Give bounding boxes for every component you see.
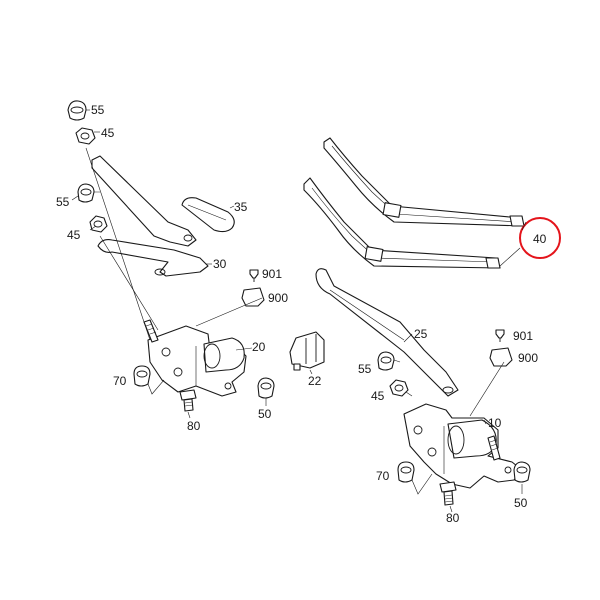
part-80-bolt-left[interactable] xyxy=(179,389,197,412)
callout-70-left: 70 xyxy=(113,374,127,388)
callout-901-right: 901 xyxy=(513,329,533,343)
part-50-mount-left[interactable] xyxy=(257,377,275,399)
mounting-stud-left[interactable] xyxy=(143,319,159,343)
wiper-motor-right[interactable] xyxy=(403,403,523,489)
callout-10: 10 xyxy=(488,416,502,430)
callout-40-highlight[interactable] xyxy=(499,217,561,267)
callout-80-right: 80 xyxy=(446,511,460,525)
part-40-wiper-blades[interactable] xyxy=(303,137,525,269)
part-55-grommet-mid-left[interactable] xyxy=(77,183,95,203)
part-70-grommet-left[interactable] xyxy=(133,365,151,387)
callout-55-mid-left: 55 xyxy=(56,195,70,209)
callout-50-left: 50 xyxy=(258,407,272,421)
callout-labels: 55 45 55 45 35 30 901 900 20 22 70 50 80… xyxy=(56,103,547,525)
callout-22: 22 xyxy=(308,374,322,388)
wiper-motor-left[interactable] xyxy=(147,325,247,397)
part-900-bracket-right[interactable] xyxy=(489,347,513,367)
callout-45-right: 45 xyxy=(371,389,385,403)
callout-55-right: 55 xyxy=(358,362,372,376)
part-55-grommet-right[interactable] xyxy=(377,351,395,371)
callout-50-right: 50 xyxy=(514,496,528,510)
part-45-nut-upper-left[interactable] xyxy=(75,127,96,145)
leader-lines-left xyxy=(71,109,313,419)
part-35-cover-cap[interactable] xyxy=(181,197,235,233)
part-900-bracket-left[interactable] xyxy=(241,287,265,307)
callout-25: 25 xyxy=(414,327,428,341)
callout-55-upper-left: 55 xyxy=(91,103,105,117)
callout-70-right: 70 xyxy=(376,469,390,483)
part-901-screw-right[interactable] xyxy=(495,329,505,342)
callout-901-left: 901 xyxy=(262,267,282,281)
part-70-grommet-right[interactable] xyxy=(397,461,415,483)
callout-900-left: 900 xyxy=(268,291,288,305)
callout-80-left: 80 xyxy=(187,419,201,433)
part-50-mount-right[interactable] xyxy=(513,461,531,483)
part-55-grommet-upper-left[interactable] xyxy=(67,100,87,121)
mounting-stud-right[interactable] xyxy=(487,435,501,461)
highlight-ring xyxy=(519,217,561,259)
callout-45-mid-left: 45 xyxy=(67,228,81,242)
part-25-wiper-arm[interactable] xyxy=(315,268,459,397)
callout-900-right: 900 xyxy=(518,351,538,365)
callout-20: 20 xyxy=(252,340,266,354)
callout-30: 30 xyxy=(213,257,227,271)
callout-35: 35 xyxy=(234,200,248,214)
callout-45-upper-left: 45 xyxy=(101,126,115,140)
part-901-screw-left[interactable] xyxy=(249,269,259,282)
part-45-nut-right[interactable] xyxy=(389,379,409,397)
part-80-bolt-right[interactable] xyxy=(439,481,457,506)
part-22-connector[interactable] xyxy=(289,331,325,371)
part-45-nut-mid-left[interactable] xyxy=(89,215,108,233)
leader-lines-right xyxy=(393,333,523,513)
wiper-linkage-left[interactable] xyxy=(91,155,209,277)
callout-40: 40 xyxy=(533,232,547,246)
